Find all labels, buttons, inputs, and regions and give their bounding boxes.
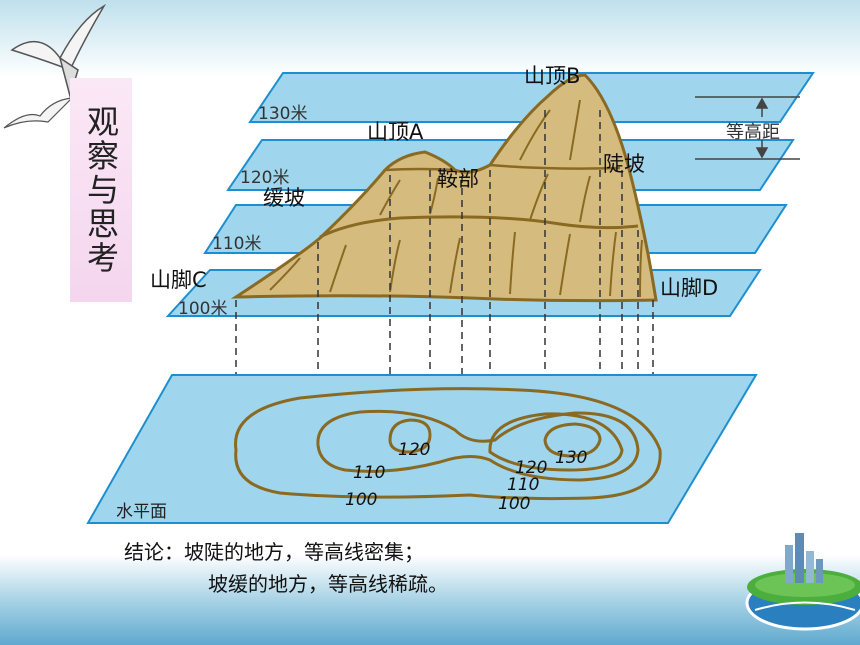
- contour-interval-label: 等高距: [726, 122, 780, 143]
- foot-c-label: 山脚C: [150, 268, 207, 292]
- gentle-slope-label: 缓坡: [263, 186, 305, 210]
- conclusion-line-1: 结论：坡陡的地方，等高线密集；: [124, 540, 424, 564]
- contour-label-100-right: 100: [498, 494, 531, 514]
- plane-130: [248, 72, 815, 123]
- contour-label-100-left: 100: [345, 490, 378, 510]
- plane-label-100: 100米: [178, 299, 228, 319]
- contour-label-120-left: 120: [398, 440, 431, 460]
- contour-label-110-left: 110: [353, 463, 386, 483]
- conclusion-line-2: 坡缓的地方，等高线稀疏。: [208, 572, 448, 596]
- mountain: [230, 73, 658, 303]
- seagull-icon: [10, 3, 107, 99]
- seagull-small-icon: [3, 97, 74, 129]
- foot-d-label: 山脚D: [660, 276, 719, 300]
- peak-a-label: 山顶A: [367, 120, 424, 144]
- steep-slope-label: 陡坡: [603, 152, 645, 176]
- contour-label-110-right: 110: [507, 475, 540, 495]
- page-title: 观察与思考: [70, 78, 132, 302]
- globe-island-icon: [745, 533, 860, 631]
- contour-lines: [234, 387, 662, 501]
- plane-label-120: 120米: [240, 168, 290, 188]
- contour-label-130: 130: [555, 448, 588, 468]
- plane-label-110: 110米: [212, 234, 262, 254]
- peak-b-label: 山顶B: [524, 64, 581, 88]
- saddle-label: 鞍部: [437, 167, 479, 191]
- plane-label-130: 130米: [258, 104, 308, 124]
- contour-interval-marker: [695, 96, 800, 160]
- contour-label-120-right: 120: [515, 458, 548, 478]
- base-plane-label: 水平面: [116, 502, 167, 522]
